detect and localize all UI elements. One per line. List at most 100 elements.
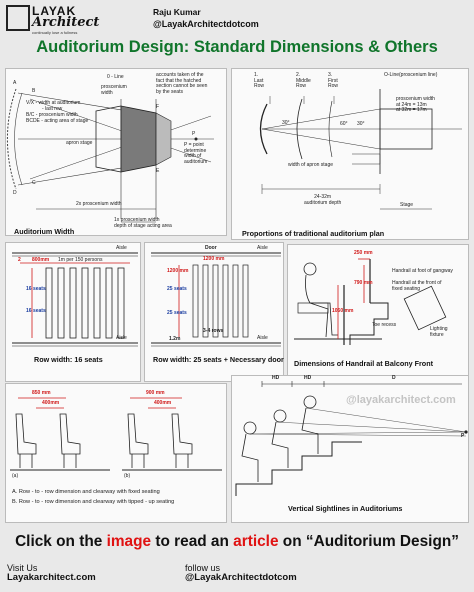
caption-sightlines: Vertical Sightlines in Auditoriums (288, 504, 403, 513)
label-hatched-note: accounts taken of the fact that the hatc… (156, 72, 208, 95)
label-c: C (32, 180, 36, 186)
footer-visit-url[interactable]: Layakarchitect.com (7, 572, 96, 583)
panel-row-width-25[interactable]: Door 1200 mm 1200 mm Aisle Aisle 25 seat… (144, 242, 284, 382)
label-proscenium-width: proscenium width (101, 84, 127, 96)
label-aisle-bottom: Aisle (257, 335, 268, 341)
label-d: D (13, 190, 17, 196)
cta-part1: Click on the (15, 533, 107, 550)
label-aisle-top: Aisle (116, 245, 127, 251)
label-d: D (392, 375, 396, 381)
label-toe-recess: Toe recess (372, 322, 397, 328)
logo-tagline: continually lose a fullness (32, 30, 78, 35)
author-handle[interactable]: @LayakArchitectdotcom (153, 19, 259, 29)
label-hd-2: HD (304, 375, 312, 381)
label-1200mm-a: 1200 mm (203, 256, 225, 262)
proportions-drawing (259, 89, 462, 210)
label-handrail-front: Handrail at the front of fixed seating (392, 280, 442, 292)
label-25-seats-a: 25 seats (167, 286, 187, 292)
label-a-fig: (a) (12, 473, 19, 479)
label-16-seats-a: 16 seats (26, 286, 46, 292)
label-1050mm: 1050 mm (332, 308, 354, 314)
label-angle-60: 60° (340, 121, 348, 127)
label-16-seats-b: 16 seats (26, 308, 46, 314)
label-aisle-top: Aisle (257, 245, 268, 251)
page-title: Auditorium Design: Standard Dimensions &… (36, 38, 438, 56)
label-b-fig: (b) (124, 473, 131, 479)
caption-proportions: Proportions of traditional auditorium pl… (242, 229, 385, 238)
label-p-point: P = point determine width of auditorium (184, 142, 208, 165)
label-e: E (156, 168, 160, 174)
label-3-4-rows: 3-4 rows (203, 328, 224, 334)
label-apron-stage: apron stage (66, 140, 93, 146)
label-o-line: 0 - Line (107, 74, 124, 80)
label-250mm: 250 mm (354, 250, 373, 256)
label-vx: V/X - width at auditorium (26, 100, 81, 106)
label-handrail-gangway: Handrail at foot of gangway (392, 268, 453, 274)
note-fixed-seating: A. Row - to - row dimension and clearway… (12, 489, 160, 495)
caption-auditorium-width: Auditorium Width (14, 227, 75, 236)
label-400mm-b: 400mm (154, 400, 172, 406)
label-proscenium-width-values: proscenium width at 24m = 13m at 32m = 1… (396, 96, 435, 114)
layak-architect-logo[interactable]: LAYAK Architect continually lose a fulln… (6, 4, 100, 38)
row-width-25-drawing (151, 252, 281, 347)
panel-handrail[interactable]: 250 mm 790 mm 1050 mm Handrail at foot o… (287, 244, 469, 378)
article-link-cta[interactable]: Click on the image to read an article on… (0, 533, 474, 551)
label-apron-width: width of apron stage (288, 162, 334, 168)
panel-row-dimensions[interactable]: 850 mm 400mm 900 mm 400mm (a) (b) A. Row… (5, 383, 227, 523)
label-400mm-a: 400mm (42, 400, 60, 406)
footer-visit[interactable]: Visit Us Layakarchitect.com (7, 563, 96, 583)
label-bc: B/C - proscenium width (26, 112, 78, 118)
label-b: B (32, 88, 36, 94)
label-1x-proscenium: 1x proscenium width depth of stage actin… (114, 217, 172, 229)
label-hd-1: HD (272, 375, 280, 381)
cta-image-link[interactable]: image (106, 533, 152, 550)
label-p-point: P (461, 433, 465, 439)
label-790mm: 790 mm (354, 280, 373, 286)
author-name: Raju Kumar (153, 7, 201, 17)
label-850mm: 850 mm (32, 390, 51, 396)
caption-row-width-16: Row width: 16 seats (34, 355, 103, 364)
caption-handrail: Dimensions of Handrail at Balcony Front (294, 359, 433, 368)
watermark: @layakarchitect.com (346, 394, 456, 406)
caption-row-width-25: Row width: 25 seats + Necessary door (153, 355, 284, 364)
label-angle-30-b: 30° (357, 121, 365, 127)
label-last-row: 1. Last Row (254, 72, 265, 90)
label-aisle-bottom: Aisle (116, 335, 127, 341)
label-two: 2 (18, 257, 21, 263)
panel-sightlines[interactable]: HD HD D P Vertical Sightlines in Auditor… (231, 375, 469, 523)
label-2x-proscenium: 2x proscenium width (76, 201, 122, 207)
label-middle-row: 2. Middle Row (296, 72, 311, 90)
label-a: A (13, 80, 17, 86)
footer-follow[interactable]: follow us @LayakArchitectdotcom (185, 563, 297, 583)
label-lighting-fixture: Lighting fixture (430, 326, 448, 338)
panel-auditorium-width[interactable]: A B C D E F V/X - width at auditorium - … (5, 68, 227, 236)
label-1-2m: 1.2m (169, 336, 181, 342)
label-1200mm-b: 1200 mm (167, 268, 189, 274)
panel-proportions[interactable]: 1. Last Row 2. Middle Row 3. First Row O… (231, 68, 469, 240)
label-bcde: BCDE - acting area of stage (26, 118, 89, 124)
panel-row-width-16[interactable]: 2 800mm 1m per 150 persons Aisle Aisle 1… (5, 242, 141, 382)
row-dimensions-drawing (10, 397, 222, 471)
logo-mark-icon (6, 5, 30, 31)
label-angle-30-a: 30° (282, 120, 290, 126)
footer-visit-label: Visit Us (7, 563, 38, 573)
label-rule: 1m per 150 persons (58, 257, 103, 263)
logo-text-line2: Architect (32, 15, 100, 30)
note-tipped-seating: B. Row - to - row dimension and clearway… (12, 499, 175, 505)
logo-text-line1: LAYAK (32, 4, 77, 18)
label-p: P (192, 131, 196, 137)
auditorium-width-drawing (6, 88, 214, 223)
label-first-row: 3. First Row (328, 72, 339, 90)
cta-part3: to read an (151, 533, 234, 550)
cta-article-link[interactable]: article (233, 533, 279, 550)
label-o-line-proscenium: O-Line(proscenium line) (384, 72, 438, 78)
row-width-16-drawing (12, 252, 138, 347)
footer-follow-handle[interactable]: @LayakArchitectdotcom (185, 572, 297, 583)
label-last-row: - last row (42, 106, 63, 112)
handrail-drawing (294, 258, 447, 345)
label-auditorium-depth: 24-32m auditorium depth (304, 194, 342, 206)
sightlines-drawing (235, 381, 468, 496)
label-stage: Stage (400, 202, 414, 208)
label-door: Door (205, 245, 217, 251)
